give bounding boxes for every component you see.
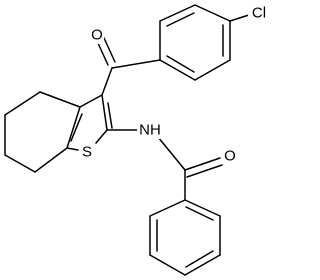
bond <box>186 164 223 178</box>
bond <box>101 67 113 96</box>
amide-oxygen-label: O <box>224 148 236 165</box>
thiophene-ring <box>66 94 113 151</box>
bond <box>194 4 231 22</box>
bond <box>111 59 161 69</box>
bond <box>159 4 196 22</box>
bond <box>79 94 103 108</box>
molecule-canvas: Cl O S NH O <box>4 4 270 276</box>
cyclohexane-ring <box>4 91 81 173</box>
bond <box>103 37 116 63</box>
bond <box>149 254 186 276</box>
bond <box>184 254 221 276</box>
bond <box>95 129 108 144</box>
sulfur-label: S <box>82 144 92 161</box>
bond <box>39 91 81 108</box>
bond <box>166 55 195 73</box>
bond <box>184 157 221 171</box>
bond <box>66 106 81 149</box>
bond <box>70 113 83 142</box>
amide-group <box>106 129 223 201</box>
bond <box>185 206 214 221</box>
bond <box>4 91 41 116</box>
bond <box>194 59 231 81</box>
bond <box>159 59 196 81</box>
ketone-oxygen-label: O <box>91 27 103 44</box>
bond <box>107 102 113 129</box>
ketone-group <box>96 37 161 96</box>
bond <box>184 199 221 217</box>
bond <box>101 94 108 131</box>
chlorophenyl-ring <box>159 4 231 81</box>
bond <box>34 147 68 173</box>
molecule-structure: Cl O S NH O <box>4 4 270 276</box>
amide-nitrogen-label: NH <box>139 122 161 139</box>
bond <box>4 154 36 173</box>
chlorine-label: Cl <box>252 5 266 22</box>
bond <box>166 12 195 27</box>
bond <box>157 136 186 171</box>
bond <box>185 250 214 268</box>
bond <box>66 147 79 151</box>
bond <box>149 199 186 217</box>
atom-labels: Cl O S NH O <box>80 4 270 165</box>
phenyl-ring <box>149 199 221 276</box>
bond <box>96 40 109 66</box>
